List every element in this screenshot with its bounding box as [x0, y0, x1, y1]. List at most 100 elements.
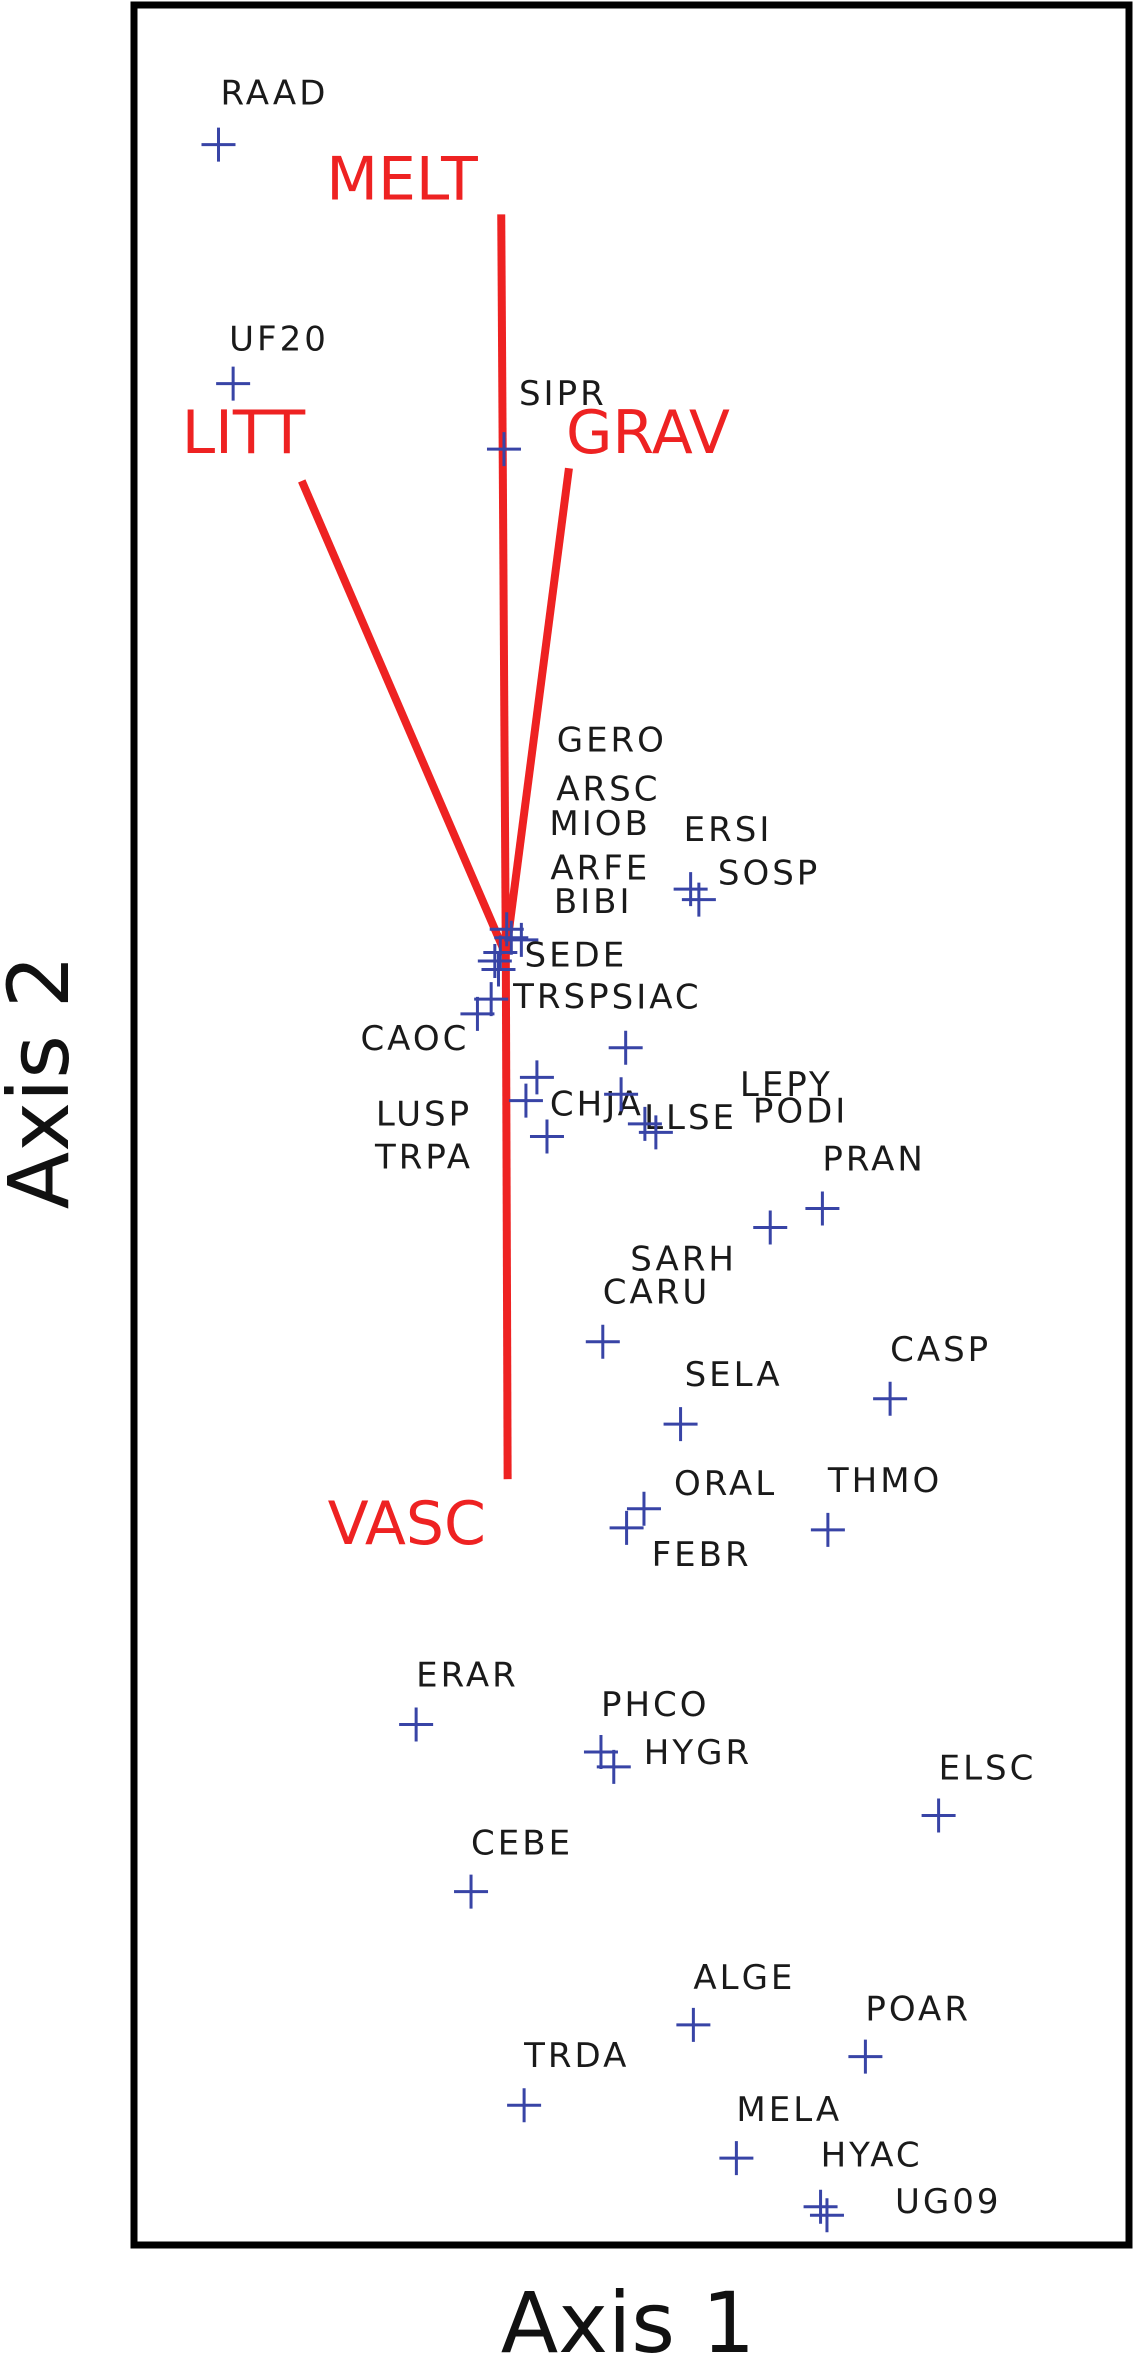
- point-oral: ORAL: [626, 1464, 774, 1526]
- vector-label-grav: GRAV: [566, 398, 730, 468]
- point-lusp: LUSP: [376, 1083, 543, 1135]
- point-label-poar: POAR: [865, 1990, 971, 2030]
- point-casp: CASP: [873, 1330, 991, 1416]
- point-febr: FEBR: [609, 1510, 752, 1575]
- point-chja: CHJA: [519, 1060, 644, 1124]
- y-axis-title: Axis 2: [0, 955, 88, 1209]
- point-marker-casp: [873, 1381, 908, 1416]
- point-poar: POAR: [848, 1990, 971, 2074]
- point-marker-uf20: [216, 366, 251, 401]
- point-label-sipr: SIPR: [519, 374, 607, 414]
- point-siac: SIAC: [608, 978, 702, 1065]
- point-marker-febr: [609, 1510, 644, 1545]
- point-label-podi: PODI: [753, 1091, 848, 1131]
- vector-line-litt: [298, 479, 510, 957]
- point-label-trsp: TRSP: [512, 977, 611, 1017]
- point-marker-elsc: [921, 1798, 956, 1833]
- point-podi: PODI: [638, 1091, 848, 1150]
- point-marker-cebe: [454, 1874, 489, 1909]
- point-marker-llse: [604, 1077, 639, 1112]
- point-label-arsc: ARSC: [556, 770, 660, 810]
- point-trsp: TRSP: [474, 977, 611, 1017]
- point-marker-arfe: [483, 935, 518, 970]
- point-marker-thmo: [810, 1512, 845, 1547]
- point-label-cebe: CEBE: [471, 1824, 573, 1864]
- point-hygr: HYGR: [596, 1733, 752, 1784]
- point-gero: GERO: [489, 720, 667, 947]
- point-label-sela: SELA: [685, 1355, 783, 1395]
- point-marker-oral: [626, 1491, 661, 1526]
- point-sede: SEDE: [481, 935, 627, 987]
- point-label-thmo: THMO: [827, 1461, 942, 1501]
- point-label-siac: SIAC: [612, 978, 702, 1018]
- point-label-hygr: HYGR: [644, 1733, 752, 1773]
- point-label-ug09: UG09: [895, 2182, 1002, 2222]
- point-marker-caoc: [460, 996, 495, 1031]
- point-label-sede: SEDE: [524, 935, 627, 975]
- point-label-caru: CARU: [603, 1273, 711, 1313]
- point-marker-miob: [504, 922, 539, 957]
- point-marker-pran: [805, 1191, 840, 1226]
- point-marker-mela: [719, 2141, 754, 2176]
- point-marker-trpa: [529, 1119, 564, 1154]
- vector-grav: GRAV: [501, 398, 730, 956]
- point-sela: SELA: [663, 1355, 783, 1442]
- point-elsc: ELSC: [921, 1748, 1037, 1833]
- point-pran: PRAN: [805, 1139, 925, 1226]
- vector-line-vasc: [501, 954, 512, 1480]
- point-marker-hyac: [803, 2189, 838, 2224]
- vector-line-grav: [501, 467, 573, 956]
- vector-litt: LITT: [182, 398, 510, 957]
- point-label-uf20: UF20: [229, 320, 329, 360]
- point-cebe: CEBE: [454, 1824, 573, 1909]
- point-marker-bibi: [477, 944, 512, 978]
- point-label-gero: GERO: [557, 720, 667, 760]
- point-ersi: ERSI: [673, 810, 769, 907]
- point-lepy: LEPY: [627, 1065, 833, 1141]
- point-label-chja: CHJA: [550, 1084, 644, 1124]
- point-trda: TRDA: [507, 2036, 629, 2123]
- vector-label-litt: LITT: [182, 398, 306, 468]
- point-label-elsc: ELSC: [939, 1748, 1037, 1788]
- point-arfe: ARFE: [483, 849, 650, 970]
- point-label-trda: TRDA: [523, 2036, 629, 2076]
- point-marker-sede: [481, 952, 516, 987]
- vector-line-melt: [497, 214, 510, 955]
- point-sarh: SARH: [630, 1210, 788, 1279]
- point-caru: CARU: [585, 1273, 711, 1359]
- point-erar: ERAR: [399, 1656, 516, 1742]
- point-thmo: THMO: [810, 1461, 942, 1547]
- point-label-phco: PHCO: [601, 1685, 710, 1725]
- point-label-mela: MELA: [736, 2090, 842, 2130]
- point-label-sosp: SOSP: [718, 854, 820, 894]
- point-label-arfe: ARFE: [550, 849, 650, 889]
- vector-vasc: VASC: [328, 954, 512, 1559]
- point-label-miob: MIOB: [549, 804, 650, 844]
- point-marker-erar: [399, 1707, 434, 1742]
- point-alge: ALGE: [676, 1958, 792, 2042]
- point-trpa: TRPA: [374, 1119, 564, 1178]
- point-marker-trsp: [474, 982, 509, 1017]
- point-label-pran: PRAN: [822, 1139, 925, 1179]
- point-label-lusp: LUSP: [376, 1095, 472, 1135]
- point-marker-raad: [201, 127, 236, 162]
- point-label-lepy: LEPY: [740, 1065, 833, 1105]
- point-miob: MIOB: [504, 804, 650, 957]
- point-marker-alge: [676, 2007, 711, 2042]
- point-marker-chja: [519, 1060, 554, 1095]
- point-label-sarh: SARH: [630, 1239, 737, 1279]
- point-label-bibi: BIBI: [554, 882, 633, 922]
- point-raad: RAAD: [201, 74, 325, 162]
- point-phco: PHCO: [583, 1685, 710, 1770]
- point-marker-ug09: [809, 2198, 844, 2233]
- point-caoc: CAOC: [360, 996, 495, 1059]
- point-bibi: BIBI: [477, 882, 633, 978]
- point-marker-sipr: [486, 432, 521, 467]
- point-sipr: SIPR: [486, 374, 607, 467]
- x-axis-title: Axis 1: [501, 2274, 755, 2369]
- point-marker-hygr: [596, 1749, 631, 1784]
- point-label-febr: FEBR: [652, 1535, 752, 1575]
- point-label-casp: CASP: [890, 1330, 991, 1370]
- point-marker-sarh: [753, 1210, 788, 1245]
